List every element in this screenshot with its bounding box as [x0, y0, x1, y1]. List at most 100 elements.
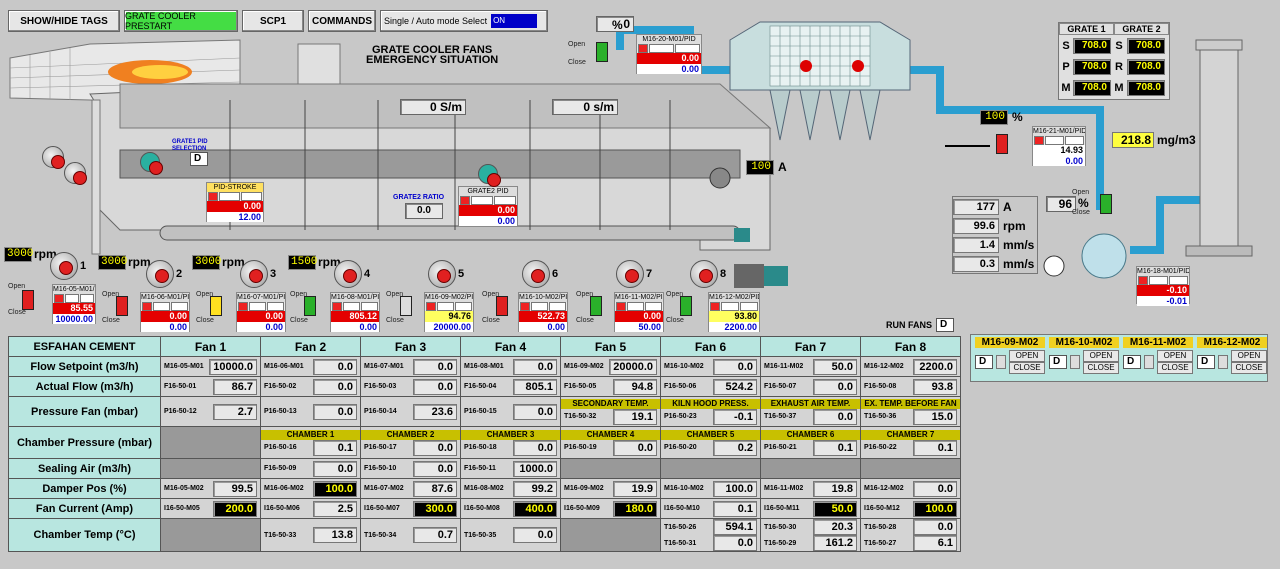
- fan-3-pid-faceplate[interactable]: M16-07-M01/PID 0.00 0.00: [236, 292, 286, 332]
- top-damper-icon[interactable]: [596, 42, 608, 62]
- flow-setpoint-value[interactable]: 20000.0: [609, 358, 657, 375]
- column-header: Fan 2: [260, 336, 361, 357]
- open-button[interactable]: OPEN: [1009, 350, 1045, 362]
- damper-pos-value: 19.8: [813, 480, 857, 497]
- fan-5-icon[interactable]: [428, 260, 456, 288]
- tag-name: I16-50-M10: [664, 505, 700, 512]
- fan-7-icon[interactable]: [616, 260, 644, 288]
- scp1-button[interactable]: SCP1: [242, 10, 304, 32]
- motor-mode-select[interactable]: D: [975, 355, 993, 369]
- tag-name: I16-50-M05: [164, 505, 200, 512]
- fan-2-pid-faceplate[interactable]: M16-06-M01/PID 0.00 0.00: [140, 292, 190, 332]
- damper-pos-value: 0.0: [913, 480, 957, 497]
- tag-name: M16-06-M02: [264, 485, 304, 492]
- fan-1-icon[interactable]: [50, 252, 78, 280]
- grate-setpoint-panel: GRATE 1 GRATE 2 S 708.0 S 708.0 P 708.0 …: [1058, 22, 1170, 100]
- flow-setpoint-value[interactable]: 10000.0: [209, 358, 257, 375]
- damper-pos-value: 99.5: [213, 480, 257, 497]
- pressure-fan-value: 23.6: [413, 403, 457, 420]
- chamber-temp-value: 6.1: [913, 535, 957, 551]
- commands-button[interactable]: COMMANDS: [308, 10, 376, 32]
- chamber-pressure-value: 0.0: [413, 439, 457, 456]
- id-fan-speed-pid-faceplate[interactable]: M16-18-M01/PID -0.10 -0.01: [1136, 266, 1190, 306]
- id-fan-percent2: 96: [1046, 196, 1076, 212]
- aux-fan-icon[interactable]: [42, 146, 65, 169]
- grate1-value: 708.0: [1073, 37, 1111, 54]
- tag-name: M16-09-M02: [564, 485, 604, 492]
- fan-1-pid-faceplate[interactable]: M16-05-M01/PID 85.55 10000.00: [52, 284, 96, 324]
- grate2-row-label: R: [1115, 60, 1123, 73]
- run-fans-select[interactable]: D: [936, 318, 954, 332]
- open-button[interactable]: OPEN: [1157, 350, 1193, 362]
- close-button[interactable]: CLOSE: [1231, 362, 1267, 374]
- grate2-ratio[interactable]: 0.0: [405, 203, 443, 219]
- close-button[interactable]: CLOSE: [1083, 362, 1119, 374]
- show-hide-tags-button[interactable]: SHOW/HIDE TAGS: [8, 10, 120, 32]
- pid-mode: [459, 196, 517, 205]
- fan-7-pid-faceplate[interactable]: M16-11-M02/PID 0.00 50.00: [614, 292, 664, 332]
- grate1-pid-selection[interactable]: D: [190, 152, 208, 166]
- fan-6-damper-icon[interactable]: [496, 296, 508, 316]
- exhaust-air-temp-label: EXHAUST AIR TEMP.: [761, 398, 860, 409]
- close-button[interactable]: CLOSE: [1157, 362, 1193, 374]
- mode-select-value[interactable]: ON: [491, 14, 538, 28]
- id-fan-inlet-damper-icon[interactable]: [1100, 194, 1112, 214]
- motor-mode-select[interactable]: D: [1197, 355, 1215, 369]
- fan-4-damper-icon[interactable]: [304, 296, 316, 316]
- top-percent-unit: %: [612, 18, 623, 32]
- chamber-temp-value: 20.3: [813, 519, 857, 535]
- pid-tag: M16-08-M01/PID: [331, 293, 379, 302]
- flow-setpoint-value[interactable]: 0.0: [313, 358, 357, 375]
- fan-5-damper-icon[interactable]: [400, 296, 412, 316]
- close-button[interactable]: CLOSE: [1009, 362, 1045, 374]
- id-fan-pid-faceplate[interactable]: M16-21-M01/PID 14.93 0.00: [1032, 126, 1086, 166]
- fan-3-damper-icon[interactable]: [210, 296, 222, 316]
- actual-flow-value: 0.0: [813, 378, 857, 395]
- grate2-motor-icon[interactable]: [478, 164, 501, 187]
- pid-stroke-faceplate[interactable]: PID-STROKE 0.00 12.00: [206, 182, 264, 222]
- id-fan-damper-icon[interactable]: [996, 134, 1008, 154]
- grate-cooler-prestart-button[interactable]: GRATE COOLER PRESTART: [124, 10, 238, 32]
- fan-2-damper-icon[interactable]: [116, 296, 128, 316]
- column-header: Fan 8: [860, 336, 961, 357]
- fan-1-damper-icon[interactable]: [22, 290, 34, 310]
- motor-mode-select[interactable]: D: [1123, 355, 1141, 369]
- tag-name: T16-50-26: [664, 523, 697, 531]
- aux-fan-icon[interactable]: [64, 162, 87, 185]
- fan-4-icon[interactable]: [334, 260, 362, 288]
- fan-8-pid-faceplate[interactable]: M16-12-M02/PID 93.80 2200.00: [708, 292, 760, 332]
- fan-7-damper-icon[interactable]: [590, 296, 602, 316]
- grate2-pid-faceplate[interactable]: GRATE2 PID 0.00 0.00: [458, 186, 518, 226]
- grate1-motor-icon[interactable]: [140, 152, 163, 175]
- tag-name: F16-50-01: [164, 383, 197, 390]
- fan-5-pid-faceplate[interactable]: M16-09-M02/PID 94.76 20000.00: [424, 292, 474, 332]
- open-button[interactable]: OPEN: [1231, 350, 1267, 362]
- flow-setpoint-value[interactable]: 0.0: [713, 358, 757, 375]
- pid-value: 85.55: [53, 303, 95, 314]
- pressure-fan-value: 0.0: [513, 403, 557, 420]
- fan-4-pid-faceplate[interactable]: M16-08-M01/PID 805.12 0.00: [330, 292, 380, 332]
- flow-setpoint-value[interactable]: 0.0: [513, 358, 557, 375]
- id-fan-vibration1-unit: mm/s: [1003, 237, 1035, 252]
- fan-2-icon[interactable]: [146, 260, 174, 288]
- fan-3-icon[interactable]: [240, 260, 268, 288]
- top-pid-faceplate[interactable]: M16-20-M01/PID 0.00 0.00: [636, 34, 702, 74]
- flow-setpoint-value[interactable]: 0.0: [413, 358, 457, 375]
- mode-select[interactable]: Single / Auto mode Select ON: [380, 10, 548, 32]
- pid-tag: M16-09-M02/PID: [425, 293, 473, 302]
- motor-mode-select[interactable]: D: [1049, 355, 1067, 369]
- open-label: Open: [8, 283, 26, 290]
- flow-setpoint-value[interactable]: 2200.0: [913, 358, 957, 375]
- crusher-current: 100: [746, 160, 774, 175]
- fan-6-icon[interactable]: [522, 260, 550, 288]
- tag-name: P16-50-20: [664, 444, 697, 451]
- fan-8-damper-icon[interactable]: [680, 296, 692, 316]
- fan-8-icon[interactable]: [690, 260, 718, 288]
- fan-6-pid-faceplate[interactable]: M16-10-M02/PID 522.73 0.00: [518, 292, 568, 332]
- open-button[interactable]: OPEN: [1083, 350, 1119, 362]
- flow-setpoint-value[interactable]: 50.0: [813, 358, 857, 375]
- title-line1: GRATE COOLER FANS: [372, 44, 493, 56]
- id-fan-speed-unit: rpm: [1003, 218, 1026, 233]
